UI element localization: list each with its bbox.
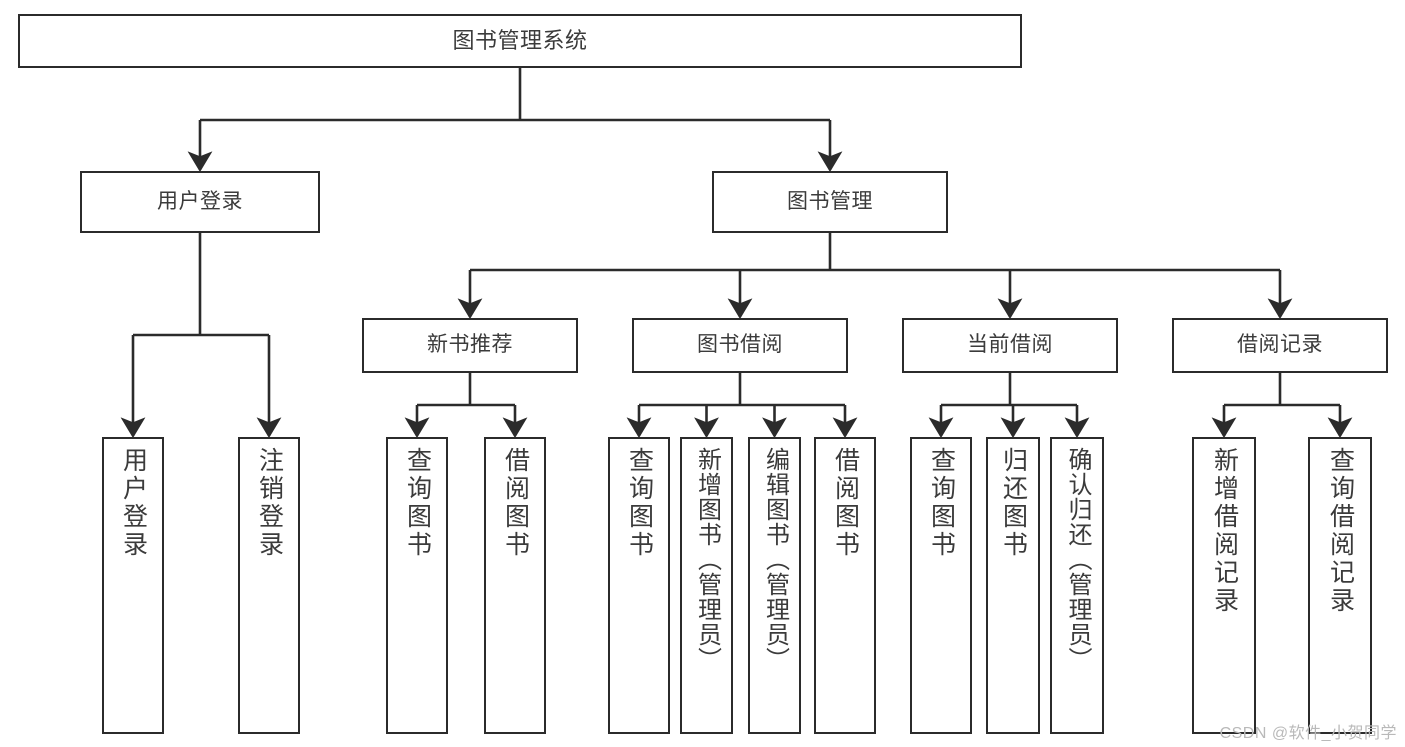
node-label: 借阅记录	[1237, 333, 1323, 357]
node-label: 查询图书	[625, 447, 654, 559]
node-label: 图书管理	[787, 189, 873, 213]
node-label: 编辑图书（管理员）	[761, 447, 789, 672]
node-l_user_logout[interactable]: 注销登录	[238, 437, 300, 734]
node-l_bl_add[interactable]: 新增借阅记录	[1192, 437, 1256, 734]
node-label: 借阅图书	[831, 447, 860, 559]
node-label: 归还图书	[999, 447, 1028, 559]
node-l_cb_query[interactable]: 查询图书	[910, 437, 972, 734]
node-l_bl_query[interactable]: 查询借阅记录	[1308, 437, 1372, 734]
node-new_rec[interactable]: 新书推荐	[362, 318, 578, 373]
node-cur_borrow[interactable]: 当前借阅	[902, 318, 1118, 373]
node-label: 确认归还（管理员）	[1064, 447, 1091, 672]
node-l_bb_query[interactable]: 查询图书	[608, 437, 670, 734]
node-label: 借阅图书	[501, 447, 530, 559]
node-l_cb_confirm[interactable]: 确认归还（管理员）	[1050, 437, 1104, 734]
node-l_bb_borrow[interactable]: 借阅图书	[814, 437, 876, 734]
node-book_mgmt[interactable]: 图书管理	[712, 171, 948, 233]
node-l_nr_query[interactable]: 查询图书	[386, 437, 448, 734]
node-label: 注销登录	[255, 447, 284, 559]
node-l_user_login[interactable]: 用户登录	[102, 437, 164, 734]
node-label: 图书借阅	[697, 333, 783, 357]
node-label: 新书推荐	[427, 333, 513, 357]
node-user_login[interactable]: 用户登录	[80, 171, 320, 233]
node-label: 查询借阅记录	[1326, 447, 1355, 615]
node-l_nr_borrow[interactable]: 借阅图书	[484, 437, 546, 734]
node-root[interactable]: 图书管理系统	[18, 14, 1022, 68]
node-l_cb_return[interactable]: 归还图书	[986, 437, 1040, 734]
node-l_bb_add[interactable]: 新增图书（管理员）	[680, 437, 733, 734]
node-l_bb_edit[interactable]: 编辑图书（管理员）	[748, 437, 801, 734]
node-label: 查询图书	[927, 447, 956, 559]
node-borrow_log[interactable]: 借阅记录	[1172, 318, 1388, 373]
node-label: 当前借阅	[967, 333, 1053, 357]
node-label: 用户登录	[157, 189, 243, 213]
node-label: 用户登录	[119, 447, 148, 559]
csdn-watermark: CSDN @软件_小贺同学	[1219, 725, 1397, 742]
node-book_borrow[interactable]: 图书借阅	[632, 318, 848, 373]
node-label: 查询图书	[403, 447, 432, 559]
node-label: 新增图书（管理员）	[693, 447, 721, 672]
node-label: 新增借阅记录	[1210, 447, 1239, 615]
node-label: 图书管理系统	[452, 28, 588, 54]
